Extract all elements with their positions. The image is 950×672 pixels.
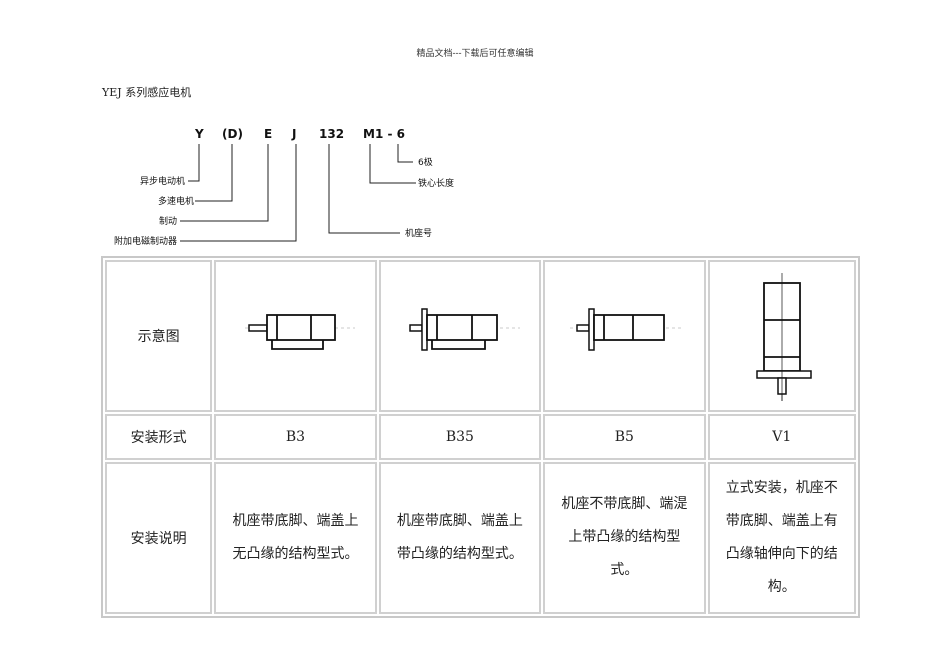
- document-title: YEJ 系列感应电机: [102, 86, 192, 99]
- mounting-table: 示意图: [101, 256, 860, 618]
- horizontal-foot-flange-motor-icon: [409, 308, 520, 351]
- label-em-brake: 附加电磁制动器: [114, 235, 177, 247]
- label-async-motor: 异步电动机: [140, 175, 185, 187]
- cell-desc-b3: 机座带底脚、端盖上 无凸缘的结构型式。: [214, 461, 377, 614]
- model-code-diagram: Y (D) E J 132 M1 - 6 异步电动机 多速电机 制动 附加电磁制…: [114, 127, 454, 247]
- cell-type-b35: B35: [378, 414, 542, 460]
- desc-line: 立式安装，机座不: [725, 479, 838, 496]
- label-multi-speed: 多速电机: [158, 195, 194, 207]
- code-length-poles: M1 - 6: [363, 127, 405, 141]
- cell-diagram-b35: [378, 260, 542, 413]
- label-poles: 6极: [418, 156, 433, 168]
- code-frame: 132: [319, 127, 344, 141]
- cell-desc-b5: 机座不带底脚、端湜 上带凸缘的结构型 式。: [543, 461, 706, 614]
- label-core-length: 铁心长度: [418, 177, 454, 189]
- row-label-mount-type: 安装形式: [105, 414, 213, 460]
- cell-diagram-v1: [707, 260, 856, 413]
- vertical-flange-motor-icon: [756, 273, 812, 402]
- cell-type-b5: B5: [543, 414, 706, 460]
- header-note: 精品文档---下载后可任意编辑: [416, 49, 534, 59]
- desc-line: 带底脚、端盖上有: [725, 512, 838, 529]
- code-d: (D): [222, 127, 243, 141]
- desc-line: 机座带底脚、端盖上: [232, 512, 359, 529]
- table-row-diagram: 示意图: [105, 260, 856, 413]
- horizontal-flange-motor-icon: [570, 308, 685, 351]
- desc-line: 式。: [610, 562, 639, 579]
- cell-diagram-b3: [214, 260, 377, 413]
- cell-type-b3: B3: [214, 414, 377, 460]
- label-brake: 制动: [159, 215, 177, 227]
- leader-lines: [180, 144, 416, 242]
- row-label-diagram: 示意图: [105, 260, 213, 413]
- desc-line: 上带凸缘的结构型: [568, 529, 681, 546]
- desc-line: 无凸缘的结构型式。: [232, 545, 359, 562]
- cell-desc-v1: 立式安装，机座不 带底脚、端盖上有 凸缘轴伸向下的结 构。: [707, 461, 856, 614]
- label-frame-no: 机座号: [405, 227, 432, 239]
- table-row-mount-type: 安装形式 B3 B35 B5 V1: [105, 414, 856, 460]
- desc-line: 凸缘轴伸向下的结: [725, 545, 838, 562]
- code-y: Y: [194, 127, 204, 141]
- row-label-description: 安装说明: [105, 461, 213, 614]
- desc-line: 带凸缘的结构型式。: [396, 545, 523, 562]
- code-j: J: [291, 127, 296, 141]
- desc-line: 机座带底脚、端盖上: [396, 512, 523, 529]
- desc-line: 机座不带底脚、端湜: [561, 496, 688, 513]
- desc-line: 构。: [767, 578, 796, 595]
- cell-type-v1: V1: [707, 414, 856, 460]
- horizontal-foot-motor-icon: [245, 314, 356, 350]
- cell-desc-b35: 机座带底脚、端盖上 带凸缘的结构型式。: [378, 461, 542, 614]
- table-row-description: 安装说明 机座带底脚、端盖上 无凸缘的结构型式。 机座带底脚、端盖上 带凸缘的结…: [105, 461, 856, 614]
- cell-diagram-b5: [543, 260, 706, 413]
- code-e: E: [264, 127, 272, 141]
